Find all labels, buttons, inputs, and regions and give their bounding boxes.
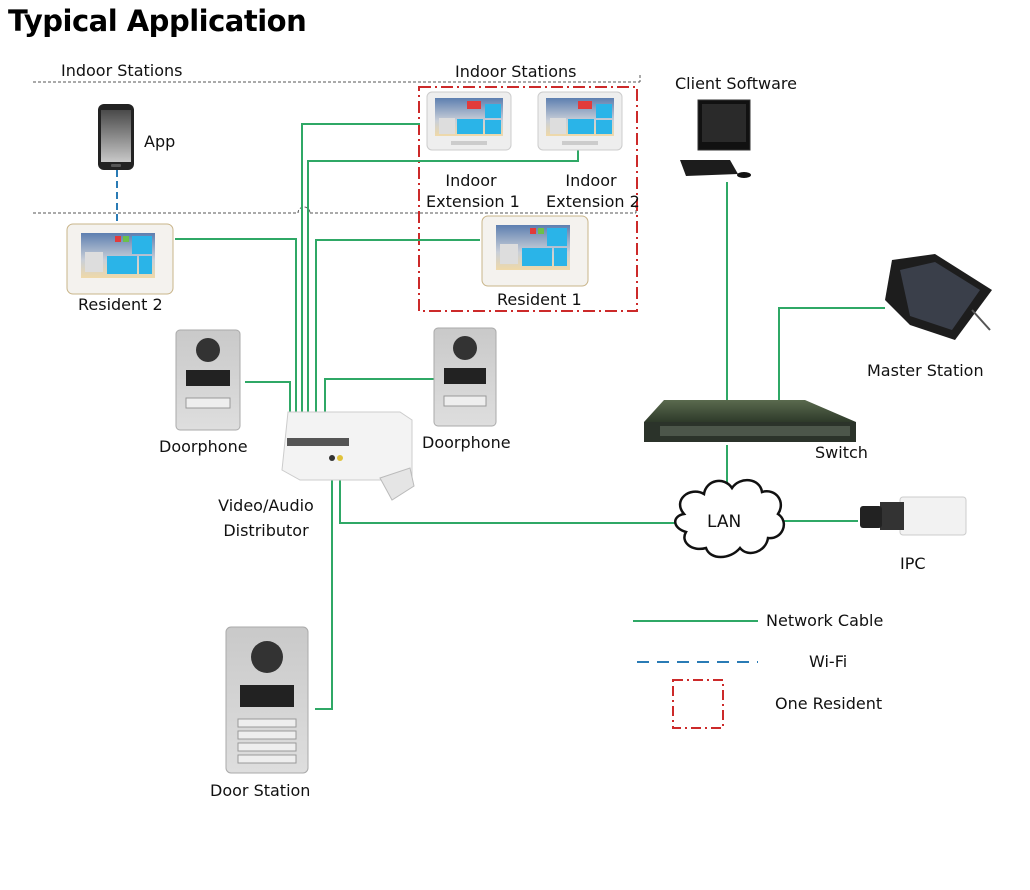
door-station-label: Door Station — [210, 781, 311, 800]
cable-doorphone-left — [245, 381, 291, 442]
legend-one-resident-label: One Resident — [775, 694, 883, 713]
network-switch-icon — [644, 400, 856, 442]
indoor-monitor-resident-1 — [481, 215, 589, 287]
one-resident-boundary — [418, 86, 638, 312]
cable-door-station — [315, 458, 333, 710]
smartphone-icon — [98, 104, 134, 170]
diagram-title: Typical Application — [8, 4, 307, 38]
extension-2-label-line2: Extension 2 — [546, 192, 640, 211]
zone-label-right: Indoor Stations — [455, 62, 577, 81]
client-software-label: Client Software — [675, 74, 797, 93]
indoor-monitor-extension-1 — [426, 91, 512, 151]
master-station-icon — [885, 254, 992, 340]
cable-extension-1 — [301, 123, 420, 442]
indoor-monitor-extension-2 — [537, 91, 623, 151]
legend-network-cable-label: Network Cable — [766, 611, 884, 630]
resident-1-label: Resident 1 — [497, 290, 582, 309]
extension-2-label-line1: Indoor — [565, 171, 617, 190]
distributor-label-line2: Distributor — [223, 521, 309, 540]
door-station-icon — [225, 626, 309, 774]
app-label: App — [144, 132, 176, 151]
legend-wifi-label: Wi-Fi — [809, 652, 848, 671]
cable-resident-1 — [315, 239, 480, 442]
ipc-label: IPC — [900, 554, 926, 573]
computer-icon — [680, 99, 751, 178]
zone-divider-top — [33, 75, 641, 83]
lan-label: LAN — [707, 512, 742, 532]
cable-master-switch — [778, 307, 885, 400]
switch-label: Switch — [815, 443, 868, 462]
extension-1-label-line1: Indoor — [445, 171, 497, 190]
indoor-monitor-resident-2 — [66, 223, 174, 295]
cable-resident-2 — [175, 238, 297, 442]
zone-label-left: Indoor Stations — [61, 61, 183, 80]
distributor-label-line1: Video/Audio — [218, 496, 314, 515]
extension-1-label-line2: Extension 1 — [426, 192, 520, 211]
ip-camera-icon — [860, 496, 967, 536]
doorphone-right-icon — [433, 327, 497, 427]
distributor-icon — [281, 411, 415, 501]
master-station-label: Master Station — [867, 361, 984, 380]
resident-2-label: Resident 2 — [78, 295, 163, 314]
doorphone-left-icon — [175, 329, 241, 431]
cable-extension-2 — [307, 150, 579, 442]
doorphone-left-label: Doorphone — [159, 437, 248, 456]
lan-cloud-icon — [674, 479, 786, 559]
doorphone-right-label: Doorphone — [422, 433, 511, 452]
legend-one-resident-box — [672, 679, 724, 729]
